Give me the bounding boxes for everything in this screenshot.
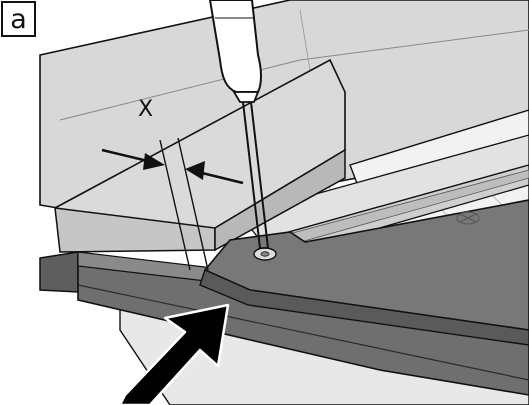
screwdriver-icon [208,0,269,249]
step-label-box: a [1,1,36,37]
track-rails [238,134,529,259]
step-label: a [10,4,27,35]
dimension-arrows-icon [101,148,244,185]
clip-marker-icon [456,211,480,225]
cover-profile [53,58,346,253]
gap-guide-lines [159,137,209,271]
dimension-label: X [138,97,153,122]
push-arrow-icon [118,303,230,405]
